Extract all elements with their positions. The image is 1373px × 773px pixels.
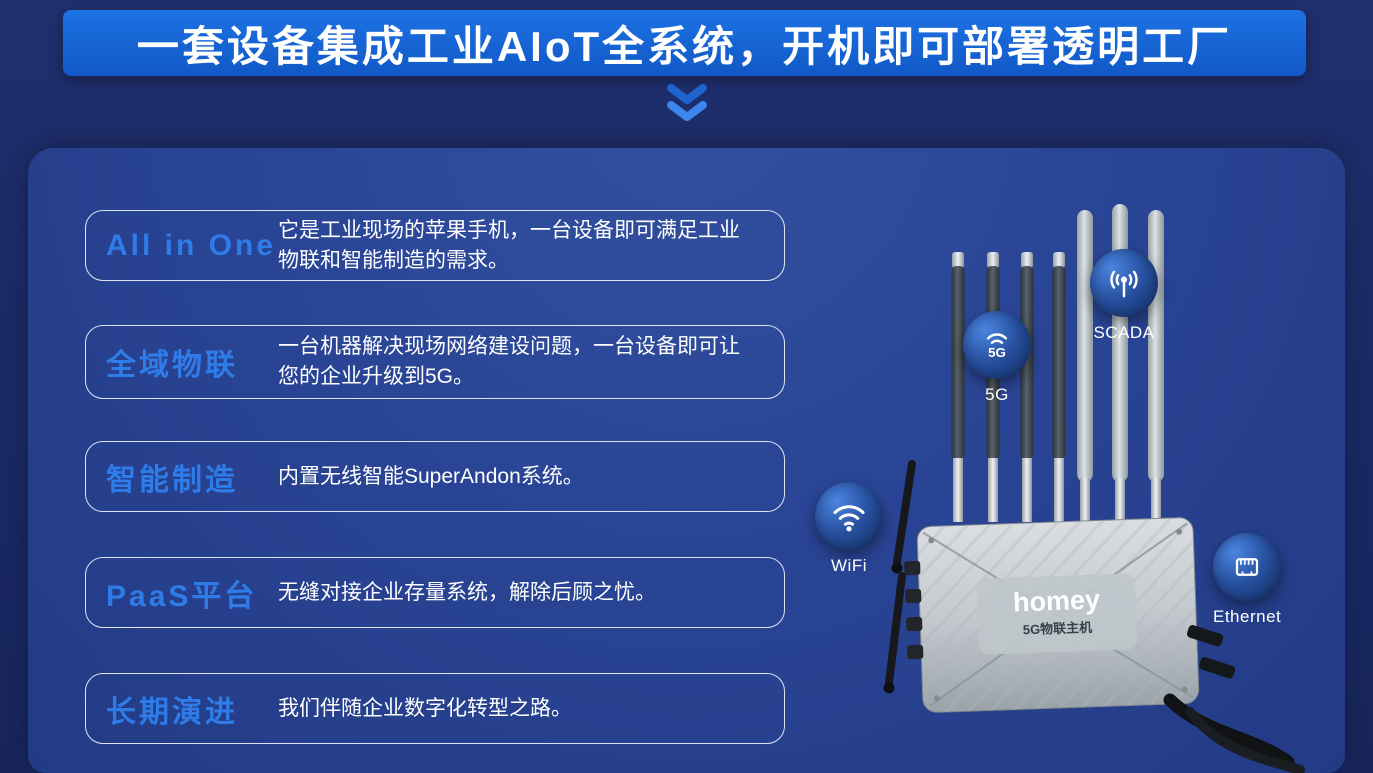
feature-desc: 我们伴随企业数字化转型之路。 bbox=[278, 696, 572, 720]
5g-icon-text: 5G bbox=[988, 345, 1006, 360]
scada-broadcast-icon bbox=[1090, 249, 1158, 317]
feature-title: 智能制造 bbox=[106, 463, 238, 497]
badge-5g-label: 5G bbox=[985, 385, 1009, 404]
feature-title: 全域物联 bbox=[106, 349, 238, 382]
feature-desc: 一台机器解决现场网络建设问题，一台设备即可让您的企业升级到5G。 bbox=[278, 335, 740, 388]
wifi-icon bbox=[815, 482, 883, 550]
device-illustration: homey 5G物联主机 bbox=[883, 204, 1305, 773]
badge-ethernet-label: Ethernet bbox=[1213, 607, 1282, 626]
feature-title: PaaS平台 bbox=[106, 579, 258, 613]
cable-group bbox=[1163, 625, 1305, 773]
ethernet-port-icon bbox=[1213, 533, 1281, 601]
side-port-group bbox=[904, 560, 924, 660]
feature-title: 长期演进 bbox=[106, 695, 238, 729]
feature-title: All in One bbox=[106, 228, 277, 262]
antenna-dark-group bbox=[951, 252, 1066, 522]
badge-wifi-label: WiFi bbox=[831, 556, 867, 575]
content-panel: All in One 它是工业现场的苹果手机，一台设备即可满足工业物联和智能制造… bbox=[28, 148, 1345, 773]
device-model: 5G物联主机 bbox=[1023, 620, 1093, 637]
device-box: homey 5G物联主机 bbox=[904, 517, 1200, 713]
feature-card-paas: PaaS平台 无缝对接企业存量系统，解除后顾之忧。 bbox=[85, 557, 785, 628]
5g-signal-icon: 5G bbox=[963, 311, 1031, 379]
feature-card-iot: 全域物联 一台机器解决现场网络建设问题，一台设备即可让您的企业升级到5G。 bbox=[85, 325, 785, 399]
badge-ethernet: Ethernet bbox=[1213, 533, 1281, 627]
feature-card-evolution: 长期演进 我们伴随企业数字化转型之路。 bbox=[85, 673, 785, 744]
badge-5g: 5G 5G bbox=[963, 311, 1031, 405]
feature-desc: 无缝对接企业存量系统，解除后顾之忧。 bbox=[278, 580, 656, 604]
badge-scada: SCADA bbox=[1090, 249, 1158, 343]
banner-title: 一套设备集成工业AIoT全系统，开机即可部署透明工厂 bbox=[136, 22, 1233, 70]
chevron-down-icon bbox=[664, 84, 710, 124]
feature-card-all-in-one: All in One 它是工业现场的苹果手机，一台设备即可满足工业物联和智能制造… bbox=[85, 210, 785, 281]
screw-group bbox=[928, 528, 1188, 702]
banner: 一套设备集成工业AIoT全系统，开机即可部署透明工厂 bbox=[63, 10, 1306, 76]
feature-card-smart-mfg: 智能制造 内置无线智能SuperAndon系统。 bbox=[85, 441, 785, 512]
feature-desc: 它是工业现场的苹果手机，一台设备即可满足工业物联和智能制造的需求。 bbox=[278, 218, 740, 272]
flexible-antenna-group bbox=[885, 460, 916, 687]
badge-scada-label: SCADA bbox=[1093, 323, 1155, 342]
badge-wifi: WiFi bbox=[815, 482, 883, 576]
feature-desc: 内置无线智能SuperAndon系统。 bbox=[278, 464, 584, 488]
device-brand: homey bbox=[1012, 584, 1100, 617]
